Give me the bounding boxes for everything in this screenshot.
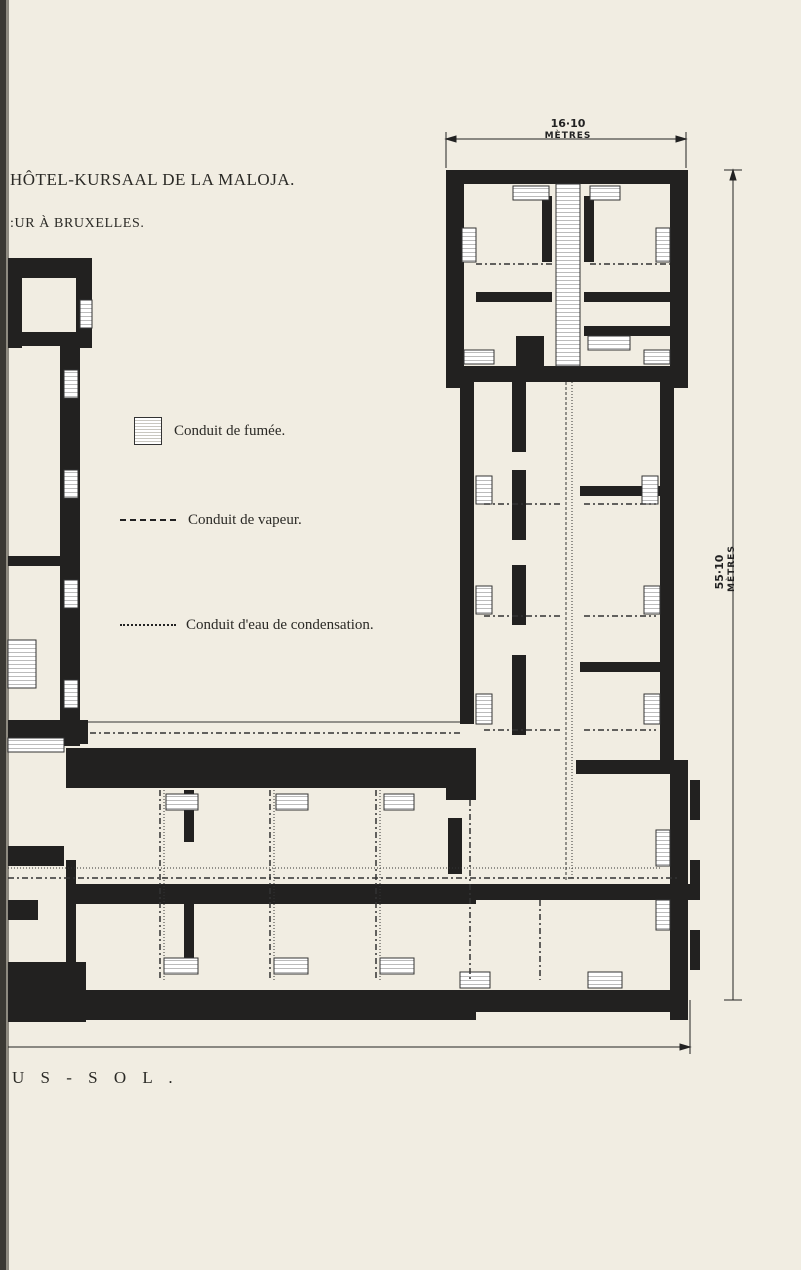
width-dimension-line xyxy=(444,132,688,168)
plan-title: HÔTEL-KURSAAL DE LA MALOJA. xyxy=(10,170,295,189)
right-wing-flues xyxy=(461,185,671,725)
legend-row-smoke: Conduit de fumée. xyxy=(100,417,285,445)
legend-condensation-label: Conduit d'eau de condensation. xyxy=(186,617,374,633)
page-binding-edge xyxy=(0,0,6,1270)
legend-row-condensation: Conduit d'eau de condensation. xyxy=(100,617,374,634)
legend-row-steam: Conduit de vapeur. xyxy=(100,512,302,529)
height-value: 55·10 xyxy=(713,554,726,590)
right-wing xyxy=(446,170,688,764)
central-shaft xyxy=(555,183,581,880)
legend: Conduit de fumée. Conduit de vapeur. Con… xyxy=(100,395,460,685)
condensation-piping xyxy=(8,790,660,980)
left-wing-flues xyxy=(7,299,93,753)
lower-block-piping xyxy=(8,732,680,980)
lower-block-flues xyxy=(163,793,671,989)
plan-caption: U S - S O L . xyxy=(12,1068,179,1087)
width-value: 16·10 xyxy=(550,117,586,130)
lower-block xyxy=(8,748,700,1022)
plan-subtitle: :UR À BRUXELLES. xyxy=(10,216,145,231)
width-unit: MÈTRES xyxy=(544,131,592,141)
height-unit: MÈTRES xyxy=(727,545,737,592)
smoke-duct-swatch xyxy=(134,417,162,445)
condensation-duct-swatch xyxy=(120,623,176,628)
bottom-dimension-line xyxy=(8,1000,692,1054)
legend-steam-label: Conduit de vapeur. xyxy=(188,512,302,528)
height-dimension-line xyxy=(724,168,742,1001)
width-dimension-label: 16·10 MÈTRES xyxy=(528,118,608,142)
page-binding-shadow xyxy=(6,0,9,1270)
steam-duct-swatch xyxy=(120,518,176,523)
legend-smoke-label: Conduit de fumée. xyxy=(174,422,286,439)
height-dimension-label: 55·10 MÈTRES xyxy=(713,545,738,592)
right-wing-piping xyxy=(476,263,670,731)
